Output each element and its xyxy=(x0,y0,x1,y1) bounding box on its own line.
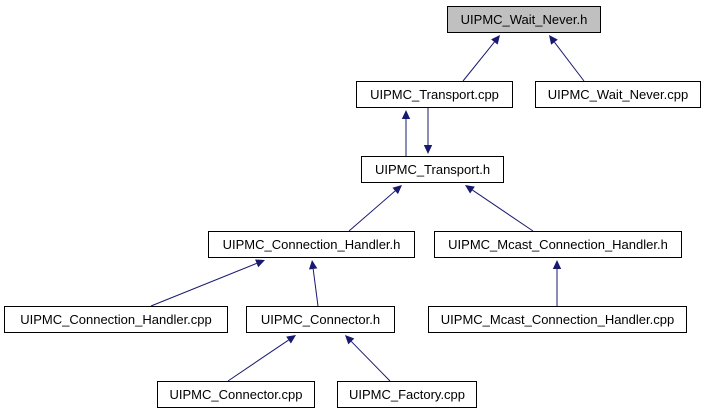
edge-arrowhead-conn_handler_cpp-to-conn_handler_h xyxy=(255,259,265,268)
edge-line-conn_handler_cpp-to-conn_handler_h xyxy=(150,262,257,307)
graph-node-label: UIPMC_Transport.cpp xyxy=(370,87,499,102)
graph-node-label: UIPMC_Connector.cpp xyxy=(169,387,303,402)
graph-node-connector_cpp[interactable]: UIPMC_Connector.cpp xyxy=(157,381,315,408)
graph-node-mcast_conn_h[interactable]: UIPMC_Mcast_Connection_Handler.h xyxy=(434,231,682,258)
graph-node-label: UIPMC_Mcast_Connection_Handler.cpp xyxy=(440,312,675,327)
graph-node-label: UIPMC_Mcast_Connection_Handler.h xyxy=(448,237,668,252)
edge-arrowhead-transport_cpp-to-wait_never_h xyxy=(491,35,500,45)
edge-arrowhead-factory_cpp-to-connector_h xyxy=(345,335,355,345)
edge-line-wait_never_cpp-to-wait_never_h xyxy=(554,41,585,82)
graph-node-label: UIPMC_Connection_Handler.h xyxy=(222,237,401,252)
edge-line-connector_h-to-conn_handler_h xyxy=(312,268,319,307)
edge-line-factory_cpp-to-connector_h xyxy=(350,341,391,382)
edge-arrowhead-connector_h-to-conn_handler_h xyxy=(308,260,318,270)
graph-node-transport_cpp[interactable]: UIPMC_Transport.cpp xyxy=(356,81,513,108)
graph-node-label: UIPMC_Transport.h xyxy=(374,162,491,177)
graph-node-conn_handler_cpp[interactable]: UIPMC_Connection_Handler.cpp xyxy=(4,306,228,333)
graph-node-label: UIPMC_Connection_Handler.cpp xyxy=(20,312,212,327)
graph-node-wait_never_h[interactable]: UIPMC_Wait_Never.h xyxy=(447,6,601,33)
edge-arrowhead-mcast_conn_cpp-to-mcast_conn_h xyxy=(552,260,562,269)
graph-node-mcast_conn_cpp[interactable]: UIPMC_Mcast_Connection_Handler.cpp xyxy=(428,306,687,333)
edge-line-connector_cpp-to-connector_h xyxy=(227,339,289,382)
graph-node-conn_handler_h[interactable]: UIPMC_Connection_Handler.h xyxy=(208,231,415,258)
graph-node-label: UIPMC_Wait_Never.cpp xyxy=(547,87,689,102)
edge-arrowhead-conn_handler_h-to-transport_h xyxy=(392,185,402,195)
edge-arrowhead-wait_never_cpp-to-wait_never_h xyxy=(549,35,558,45)
edge-line-mcast_conn_h-to-transport_h xyxy=(472,189,534,232)
edge-arrowhead-mcast_conn_h-to-transport_h xyxy=(465,185,475,194)
edge-line-conn_handler_h-to-transport_h xyxy=(348,190,396,232)
graph-node-label: UIPMC_Connector.h xyxy=(260,312,381,327)
graph-node-transport_h[interactable]: UIPMC_Transport.h xyxy=(361,156,504,183)
edge-arrowhead-transport_h-to-transport_cpp xyxy=(401,110,411,119)
graph-node-connector_h[interactable]: UIPMC_Connector.h xyxy=(246,306,395,333)
graph-node-label: UIPMC_Factory.cpp xyxy=(348,387,466,402)
edge-line-transport_cpp-to-wait_never_h xyxy=(462,41,495,82)
edge-arrowhead-transport_cpp-to-transport_h xyxy=(423,145,433,154)
graph-node-wait_never_cpp[interactable]: UIPMC_Wait_Never.cpp xyxy=(535,81,701,108)
edge-arrowhead-connector_cpp-to-connector_h xyxy=(286,335,296,344)
graph-node-label: UIPMC_Wait_Never.h xyxy=(460,12,588,27)
graph-node-factory_cpp[interactable]: UIPMC_Factory.cpp xyxy=(337,381,477,408)
